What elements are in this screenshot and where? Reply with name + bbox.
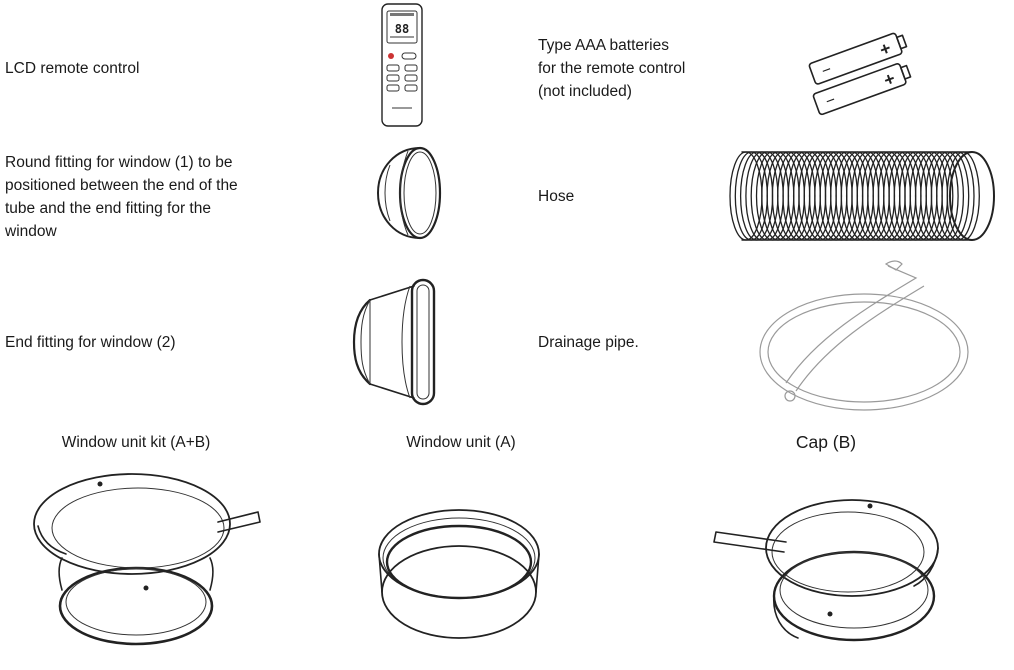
hose-ring xyxy=(946,151,980,241)
hose-rings xyxy=(729,151,980,241)
end-fitting-image xyxy=(348,272,444,412)
remote-control-image: 88 xyxy=(378,2,426,128)
cap-image xyxy=(712,486,948,666)
battery-1-minus: − xyxy=(819,61,834,80)
cap-caption: Cap (B) xyxy=(795,432,857,452)
round-fitting-image xyxy=(368,143,448,243)
window-unit-kit-caption: Window unit kit (A+B) xyxy=(61,434,211,451)
battery-2-plus: + xyxy=(881,68,898,90)
battery-2-minus: − xyxy=(823,92,838,111)
round-fitting-label-line-2: positioned between the end of the xyxy=(5,177,238,194)
hose-ring xyxy=(920,151,954,241)
remote-label: LCD remote control xyxy=(5,60,140,77)
hose-ring xyxy=(925,151,959,241)
batteries-label-line-2: for the remote control xyxy=(538,60,686,77)
round-fitting-label-line-1: Round fitting for window (1) to be xyxy=(5,154,233,171)
hose-ring xyxy=(936,151,970,241)
end-fitting-label: End fitting for window (2) xyxy=(5,334,176,351)
batteries-label: Type AAA batteries for the remote contro… xyxy=(538,34,685,103)
drainage-pipe-image xyxy=(756,258,976,422)
round-fitting-label-line-3: tube and the end fitting for the xyxy=(5,200,211,217)
hose-ring xyxy=(930,151,965,241)
round-fitting-label-line-4: window xyxy=(5,223,57,240)
window-unit-kit-image xyxy=(28,466,264,666)
batteries-label-line-3: (not included) xyxy=(538,83,632,100)
round-fitting-label: Round fitting for window (1) to be posit… xyxy=(5,151,238,243)
hose-ring xyxy=(941,151,975,241)
drainage-label: Drainage pipe. xyxy=(538,334,639,351)
window-unit-caption: Window unit (A) xyxy=(406,434,516,451)
hose-image xyxy=(724,143,1002,249)
remote-display-text: 88 xyxy=(395,22,409,36)
batteries-label-line-1: Type AAA batteries xyxy=(538,37,669,54)
hose-label: Hose xyxy=(538,188,575,205)
battery-1-plus: + xyxy=(877,38,894,60)
aaa-batteries-image: − + − + xyxy=(800,20,928,120)
window-unit-image xyxy=(374,496,546,656)
